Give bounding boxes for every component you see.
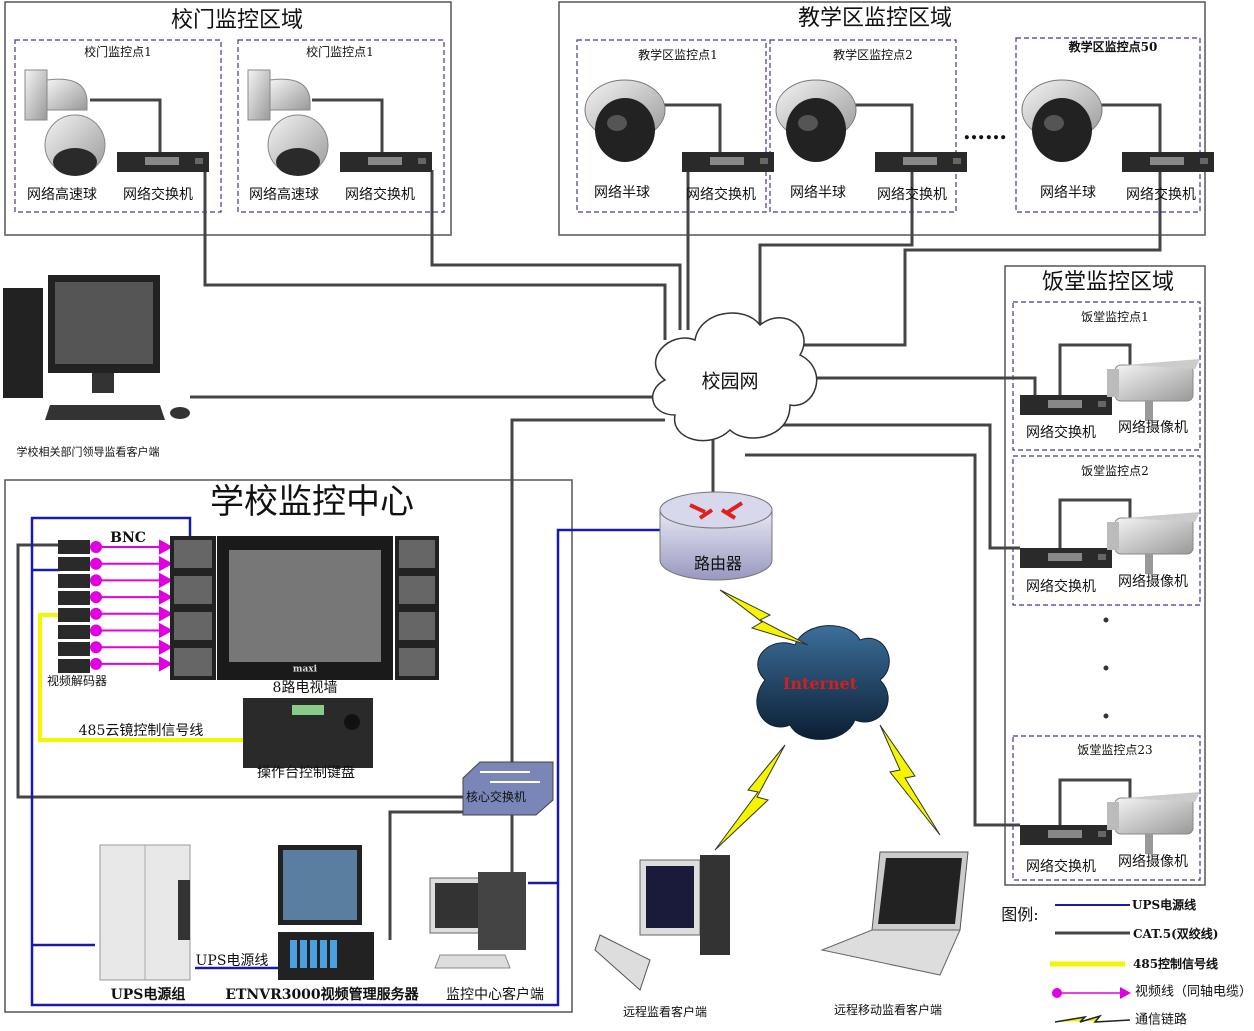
switch-label: 网络交换机 (1026, 425, 1096, 441)
camera-label: 网络半球 (790, 185, 846, 201)
gate-point-title: 校门监控点1 (84, 45, 152, 59)
switch-label: 网络交换机 (1026, 859, 1096, 875)
remote-pc (594, 855, 730, 991)
legend-485: 485控制信号线 (1133, 957, 1219, 971)
switch-label: 网络交换机 (1126, 187, 1196, 203)
leader-client-label: 学校相关部门领导监看客户端 (16, 445, 160, 459)
teaching-point-title: 教学区监控点1 (638, 48, 718, 62)
video-cable-arrow (159, 639, 174, 655)
teaching-point-title: 教学区监控点2 (833, 48, 913, 62)
ups-device (99, 844, 191, 981)
canteen-point-title: 饭堂监控点23 (1077, 743, 1153, 757)
leader-pc (3, 275, 190, 420)
tv-brand-logo: maxi (292, 664, 318, 675)
campus-network-label: 校园网 (701, 370, 759, 393)
switch-label: 网络交换机 (123, 187, 193, 203)
camera-label: 网络半球 (594, 185, 650, 201)
camera-label: 网络高速球 (27, 187, 97, 203)
video-cable-arrow (159, 539, 174, 555)
teaching-area-box (558, 1, 1206, 236)
video-cable-arrow (159, 589, 174, 605)
camera-label: 网络高速球 (249, 187, 319, 203)
ups-line-label: UPS电源线 (195, 953, 269, 969)
control-keyboard (243, 698, 373, 768)
canteen-area-box (1004, 265, 1206, 886)
router-label: 路由器 (693, 554, 743, 573)
server-device (278, 845, 374, 980)
canteen-area-title: 饭堂监控区域 (1041, 270, 1175, 295)
center-client-label: 监控中心客户端 (446, 987, 544, 1003)
internet-cloud (756, 625, 890, 740)
camera-label: 网络摄像机 (1118, 574, 1188, 590)
ups-label: UPS电源组 (110, 987, 186, 1003)
legend-marks (1050, 904, 1131, 1023)
legend-title: 图例: (1001, 905, 1039, 924)
core-switch-device (462, 761, 554, 816)
router (659, 491, 773, 581)
switch-label: 网络交换机 (686, 187, 756, 203)
ptz-line-label: 485云镜控制信号线 (78, 723, 204, 739)
tv-wall-label: 8路电视墙 (272, 680, 338, 696)
legend-ups: UPS电源线 (1132, 898, 1197, 912)
gate-area-title: 校门监控区域 (170, 8, 304, 33)
video-decoders (58, 540, 90, 673)
switch-label: 网络交换机 (877, 187, 947, 203)
video-cable-arrow (159, 606, 174, 622)
canteen-point-title: 饭堂监控点1 (1081, 310, 1149, 324)
communication-links (714, 589, 941, 851)
camera-label: 网络半球 (1040, 185, 1096, 201)
gate-area-box (4, 1, 452, 236)
teaching-area-title: 教学区监控区域 (797, 6, 953, 31)
center-title: 学校监控中心 (210, 482, 414, 522)
bnc-label: BNC (110, 530, 146, 546)
ellipsis: …… (963, 119, 1007, 145)
core-switch-label: 核心交换机 (465, 790, 527, 804)
rs485-line (38, 613, 243, 742)
server-label: ETNVR3000视频管理服务器 (225, 987, 419, 1003)
switch-label: 网络交换机 (1026, 579, 1096, 595)
internet-label: Internet (782, 674, 858, 693)
legend-video: 视频线（同轴电缆） (1135, 984, 1253, 1000)
video-cable-arrow (159, 572, 174, 589)
teaching-point-title: 教学区监控点50 (1068, 40, 1158, 54)
camera-label: 网络摄像机 (1118, 420, 1188, 436)
ups-lines (30, 516, 660, 1007)
keyboard-label: 操作台控制键盘 (257, 765, 355, 781)
video-cables (90, 539, 174, 672)
switch-label: 网络交换机 (345, 187, 415, 203)
legend-link: 通信链路 (1135, 1012, 1188, 1028)
cat5-lines (16, 98, 1162, 940)
center-box (4, 479, 573, 1013)
remote-mobile-client-label: 远程移动监看客户端 (833, 1003, 943, 1017)
remote-client-label: 远程监看客户端 (622, 1005, 708, 1019)
camera-label: 网络摄像机 (1118, 854, 1188, 870)
gate-point-title: 校门监控点1 (306, 45, 374, 59)
legend-cat5: CAT.5(双绞线) (1133, 927, 1219, 941)
tv-wall (170, 536, 439, 680)
remote-laptop (820, 851, 969, 976)
campus-network-cloud (651, 312, 818, 442)
center-client-pc (429, 872, 526, 969)
video-cable-arrow (159, 656, 174, 672)
decoder-label: 视频解码器 (46, 674, 108, 688)
video-cable-arrow (159, 622, 174, 639)
video-cable-arrow (159, 556, 174, 572)
canteen-point-title: 饭堂监控点2 (1081, 464, 1149, 478)
